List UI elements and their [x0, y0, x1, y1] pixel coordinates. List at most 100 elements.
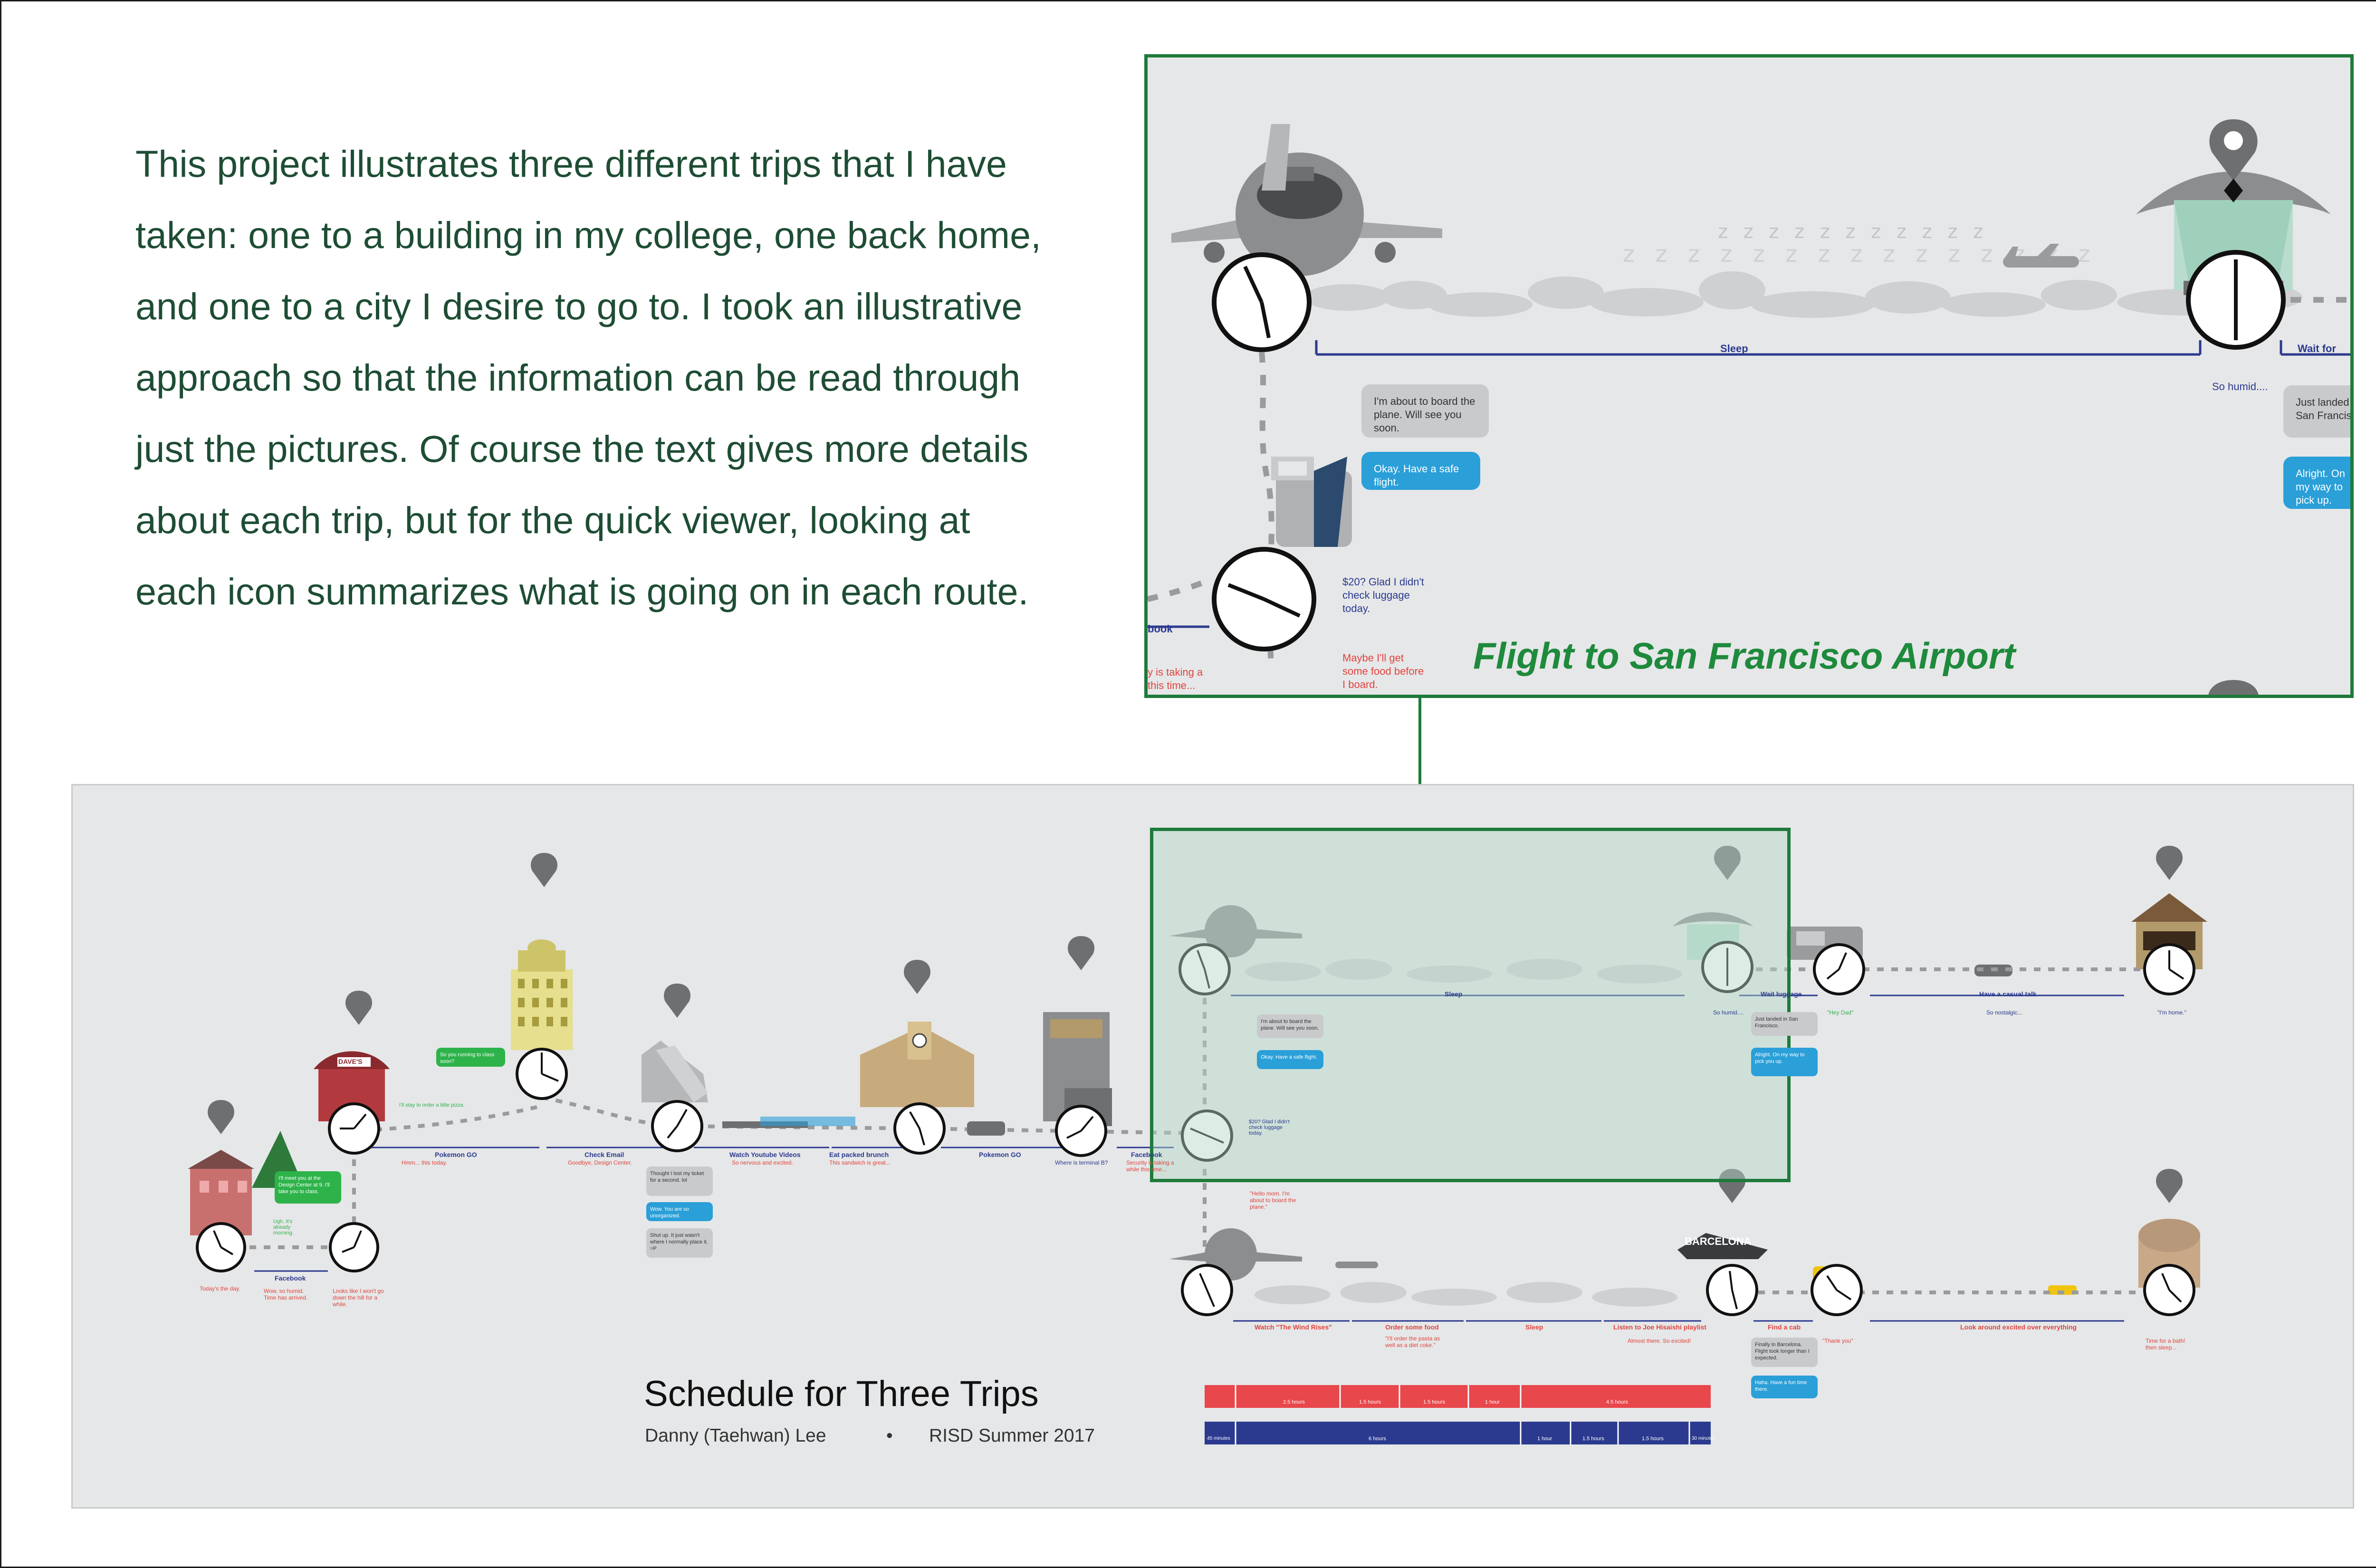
clock-icon	[516, 1048, 568, 1100]
poster-author: Danny (Taehwan) Lee	[645, 1425, 826, 1446]
bubble-ticket: Thought I lost my ticket for a second. l…	[646, 1166, 713, 1196]
car-icon	[967, 1121, 1005, 1136]
building-icon	[860, 1022, 974, 1107]
building-icon	[1271, 457, 1352, 547]
clock-icon	[1178, 943, 1231, 995]
time-bar-red	[1205, 1385, 1711, 1408]
timebar-blue-label: 1.5 hours	[1642, 1436, 1664, 1442]
bubble-meet: I'll meet you at the Design Center at 9.…	[275, 1171, 341, 1204]
clock-icon	[1181, 1264, 1233, 1316]
timebar-red-label: 1 hour	[1485, 1399, 1500, 1405]
note-luggage: $20? Glad I didn't check luggage today.	[1342, 576, 1424, 614]
bubble-shutup: Shut up. It just wasn't where I normally…	[646, 1228, 713, 1258]
bubble-safe-flight: Okay. Have a safe flight.	[1257, 1050, 1323, 1069]
bubble-board: I'm about to board the plane. Will see y…	[1361, 384, 1489, 438]
label-wind-rises: Watch "The Wind Rises"	[1255, 1323, 1332, 1331]
note-humid: So humid....	[2212, 381, 2268, 392]
clock-icon	[1813, 943, 1865, 995]
note-almost: Almost there. So excited!	[1628, 1338, 1691, 1344]
intro-line: This project illustrates three different…	[135, 143, 1007, 185]
label-facebook: book	[1148, 623, 1173, 635]
label-facebook-2: Facebook	[1131, 1151, 1162, 1158]
bubble-running: So you running to class soon?	[436, 1048, 505, 1067]
clock-icon	[196, 1222, 246, 1272]
label-look-around: Look around excited over everything	[1960, 1323, 2077, 1331]
timebar-red-label: 4.5 hours	[1606, 1399, 1628, 1405]
sign-daves: DAVE'S	[338, 1058, 363, 1065]
clock-icon	[651, 1100, 703, 1152]
timebar-red-label: 1.5 hours	[1423, 1399, 1445, 1405]
time-bar-blue	[1205, 1422, 1711, 1444]
label-wait: Wait for	[2298, 343, 2337, 354]
label-sleep-2: Sleep	[1525, 1323, 1543, 1331]
building-icon	[511, 939, 573, 1050]
taxi-icon	[2048, 1285, 2077, 1295]
note-humid: Wow, so humid. Time has arrived.	[264, 1288, 308, 1301]
intro-line: just the pictures. Of course the text gi…	[135, 428, 1029, 470]
label-brunch: Eat packed brunch	[829, 1151, 889, 1158]
clock-icon	[1055, 1105, 1107, 1157]
note-home: "I'm home."	[2157, 1009, 2186, 1016]
label-pokemon-2: Pokemon GO	[979, 1151, 1021, 1158]
note-nervous: So nervous and excited.	[732, 1159, 793, 1166]
map-pin-icon	[208, 853, 1094, 1134]
note-sandwich: This sandwich is great...	[829, 1159, 891, 1166]
note-pasta: "I'll order the pasta as well as a diet …	[1385, 1335, 1440, 1348]
clock-icon	[1212, 547, 1316, 651]
clock-icon	[893, 1102, 946, 1155]
bubble-board: I'm about to board the plane. Will see y…	[1257, 1014, 1323, 1038]
svg-text:z z z z z z z z z z z: z z z z z z z z z z z	[1718, 221, 1988, 243]
cloud-icon	[1255, 1282, 1677, 1307]
label-youtube: Watch Youtube Videos	[729, 1151, 801, 1158]
timebar-blue-label: 30 minutes	[1692, 1436, 1715, 1441]
building-icon	[642, 1041, 708, 1102]
label-sleep: Sleep	[1445, 990, 1463, 998]
building-icon	[722, 1117, 855, 1128]
bubble-unorganized: Wow. You are so unorganized.	[646, 1202, 713, 1221]
clock-icon	[1701, 941, 1753, 993]
bubble-pickup: Alright. On my way to pick up.	[2283, 457, 2350, 509]
intro-line: each icon summarizes what is going on in…	[135, 570, 1029, 612]
timebar-blue-label: 1 hour	[1537, 1436, 1552, 1442]
note-taking: y is taking a this time...	[1148, 666, 1203, 691]
building-icon	[1677, 1233, 1768, 1259]
note-terminal: Where is terminal B?	[1055, 1159, 1108, 1166]
label-casual-talk: Have a casual talk	[1979, 990, 2037, 998]
intro-line: taken: one to a building in my college, …	[135, 214, 1041, 256]
bubble-landed: Just landed in San Francisco.	[1751, 1012, 1818, 1036]
note-goodbye: Goodbye, Design Center.	[568, 1159, 632, 1166]
poster-title: Schedule for Three Trips	[644, 1374, 1039, 1414]
timebar-blue-label: 1.5 hours	[1582, 1436, 1604, 1442]
note-ugh: Ugh. It's already morning.	[273, 1219, 294, 1236]
poster-course: RISD Summer 2017	[929, 1425, 1095, 1446]
bubble-safe: Okay. Have a safe flight.	[1361, 452, 1480, 490]
clock-icon	[1181, 1109, 1233, 1162]
clock-icon	[1212, 252, 1312, 352]
bubble-pickup: Alright. On my way to pick you up.	[1751, 1048, 1818, 1076]
clock-icon	[1706, 1264, 1758, 1316]
label-order-food: Order some food	[1385, 1323, 1439, 1331]
timebar-blue-label: 45 minutes	[1207, 1436, 1230, 1441]
note-security: Security is taking a while this time...	[1126, 1159, 1174, 1173]
clock-icon	[2143, 943, 2195, 995]
note-today: Today's the day.	[200, 1285, 240, 1292]
airplane-icon	[1171, 124, 1442, 276]
clock-icon	[328, 1102, 380, 1155]
timebar-red-label: 1.5 hours	[1359, 1399, 1381, 1405]
note-hmm: Hmm... this today.	[402, 1159, 447, 1166]
note-hill: Looks like I won't go down the hill for …	[333, 1288, 384, 1308]
note-hello-mom: "Hello mom. I'm about to board the plane…	[1250, 1190, 1296, 1210]
label-check-email: Check Email	[584, 1151, 624, 1158]
note-thank-you: "Thank you"	[1822, 1338, 1853, 1344]
clock-icon	[2143, 1264, 2195, 1316]
intro-paragraph: This project illustrates three different…	[135, 128, 1086, 627]
zoom-caption: Flight to San Francisco Airport	[1473, 635, 2016, 677]
airplane-icon	[2003, 244, 2079, 268]
note-pizza: I'll stay to order a little pizza.	[399, 1102, 465, 1108]
note-nostalgic: So nostalgic...	[1986, 1009, 2022, 1016]
note-luggage: $20? Glad I didn't check luggage today.	[1249, 1119, 1290, 1136]
label-wait-luggage: Wait luggage	[1761, 990, 1802, 998]
bubble-fun: Haha. Have a fun time there.	[1751, 1376, 1818, 1398]
label-sleep: Sleep	[1720, 343, 1748, 354]
